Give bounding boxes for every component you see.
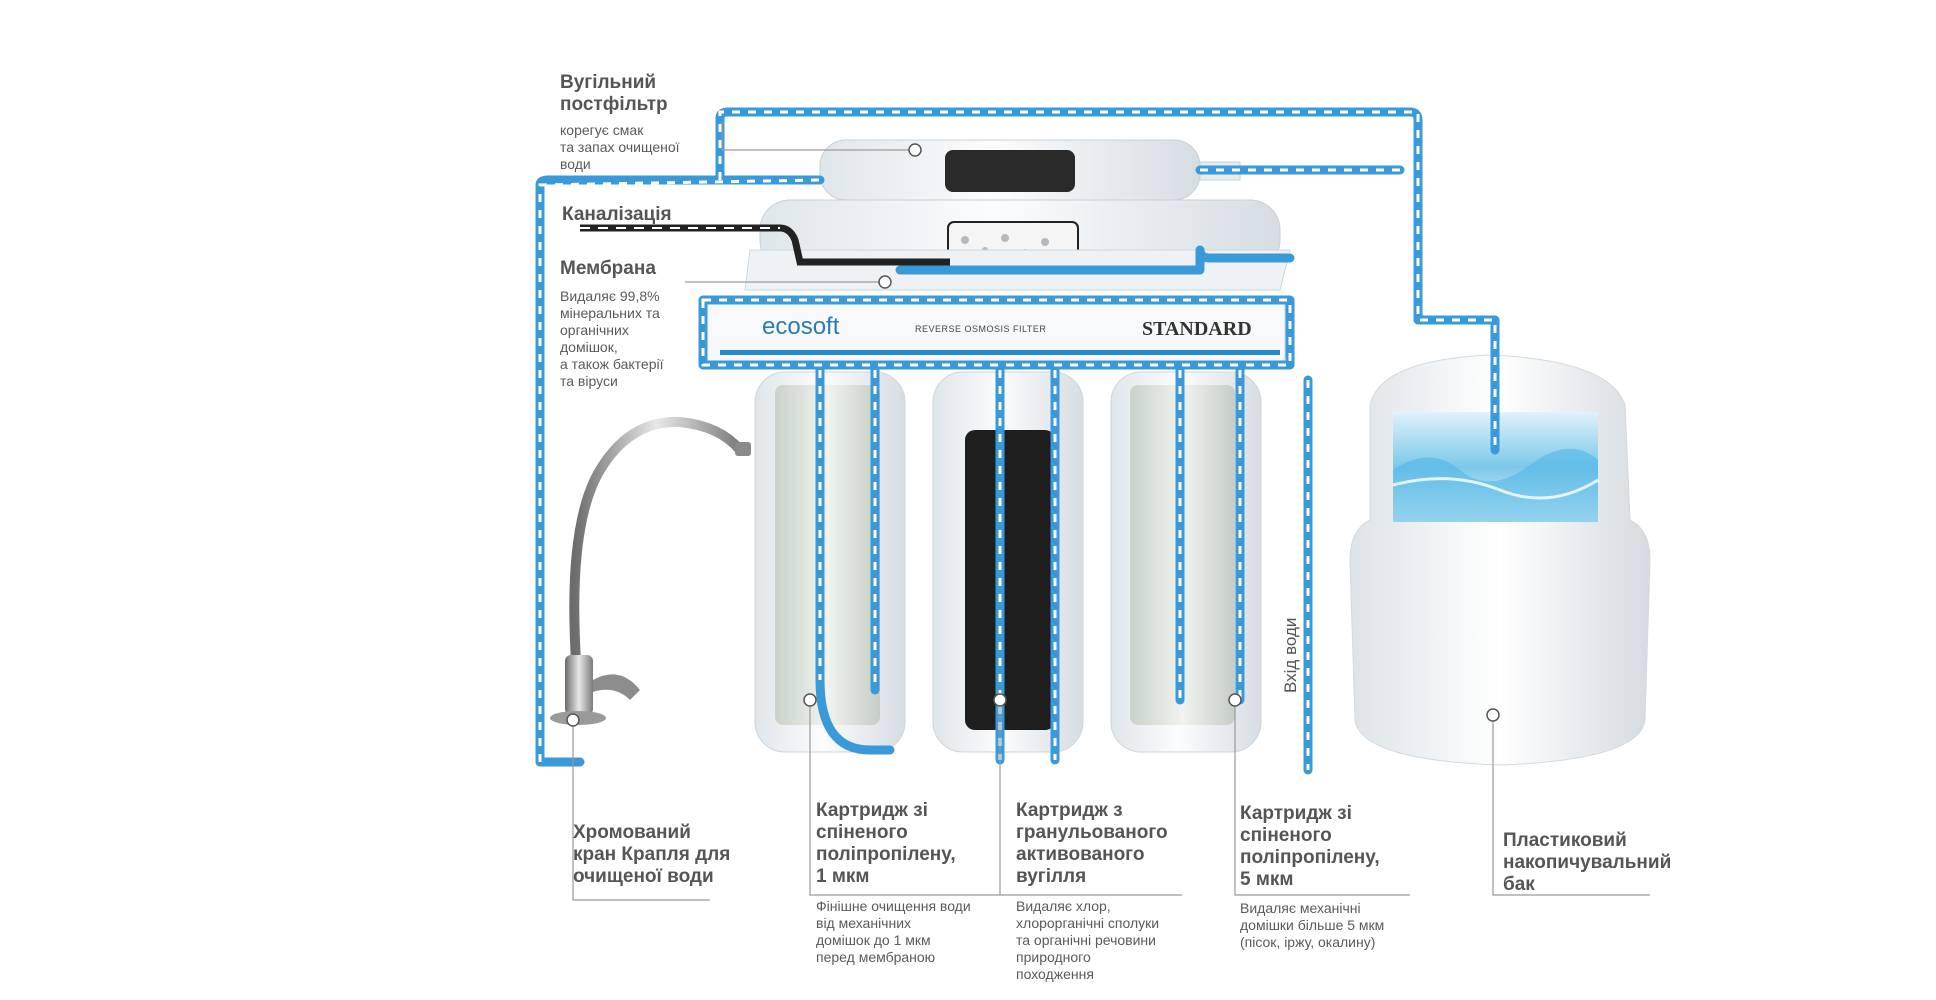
leader-lines — [572, 122, 1650, 901]
storage-tank — [1349, 354, 1651, 766]
brand-product-line: REVERSE OSMOSIS FILTER — [915, 324, 1047, 334]
leader-dots — [566, 143, 1500, 727]
faucet-title: Хромований кран Крапля для очищеної води — [573, 822, 731, 887]
postfilter-title: Вугільний постфільтр — [560, 72, 668, 115]
water-flow-dashes — [538, 110, 1497, 770]
cartridge-5mkm-desc: Видаляє механічні домішки більше 5 мкм (… — [1240, 900, 1385, 950]
brand-model: STANDARD — [1142, 318, 1252, 340]
chrome-faucet — [550, 416, 751, 725]
cartridge-5mkm-title: Картридж зі спіненого поліпропілену, 5 м… — [1240, 803, 1380, 890]
cartridge-carbon-title: Картридж з гранульованого активованого в… — [1016, 800, 1168, 887]
cartridge-carbon-desc: Видаляє хлор, хлорорганічні сполуки та о… — [1016, 898, 1160, 982]
brand-logo: ecosoft — [762, 313, 840, 340]
drain-title: Каналізація — [562, 204, 672, 225]
cartridge-1mkm-title: Картридж зі спіненого поліпропілену, 1 м… — [816, 800, 956, 887]
cartridge-housing-2 — [932, 371, 1084, 753]
membrane-title: Мембрана — [560, 258, 656, 279]
drain-line — [580, 224, 950, 266]
carbon-postfilter — [819, 139, 1241, 201]
cartridge-housing-1 — [754, 371, 906, 753]
cartridge-1mkm-desc: Фінішне очищення води від механічних дом… — [816, 898, 971, 965]
tank-title: Пластиковий накопичувальний бак — [1503, 830, 1672, 895]
postfilter-desc: корегує смак та запах очищеної води — [560, 122, 680, 172]
water-inlet-label: Вхід води — [1281, 617, 1300, 693]
membrane-desc: Видаляє 99,8% мінеральних та органічних … — [560, 288, 664, 389]
